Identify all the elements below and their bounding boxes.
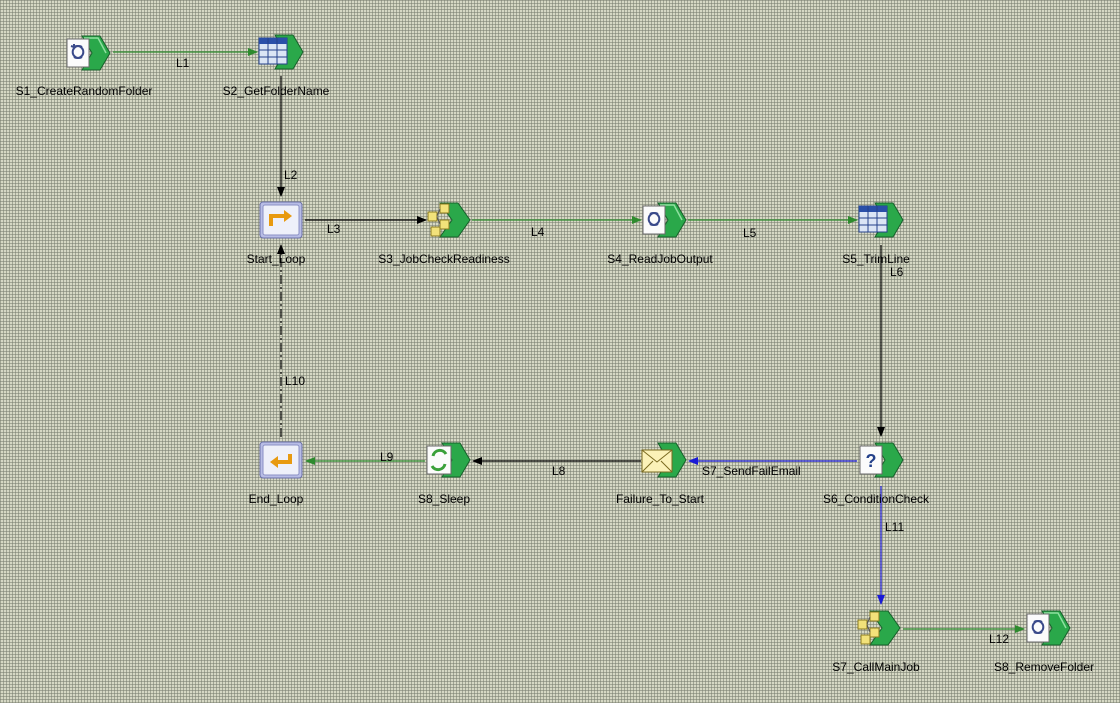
node-s2-get-folder-name[interactable] bbox=[257, 32, 305, 72]
node-end-loop[interactable] bbox=[258, 440, 306, 480]
script-icon bbox=[642, 202, 687, 238]
link-label-l5: L5 bbox=[743, 226, 757, 240]
loop-end-icon bbox=[259, 441, 303, 479]
job-icon bbox=[427, 202, 471, 238]
node-label: S3_JobCheckReadiness bbox=[378, 252, 510, 266]
link-label-l11: L11 bbox=[885, 520, 905, 534]
link-label-l4: L4 bbox=[531, 225, 545, 239]
link-label-l2: L2 bbox=[284, 168, 298, 182]
loop-start-icon bbox=[259, 201, 303, 239]
script-icon bbox=[1026, 610, 1071, 646]
email-icon bbox=[641, 442, 687, 478]
node-label: S1_CreateRandomFolder bbox=[15, 84, 153, 98]
link-label-l9: L9 bbox=[380, 450, 394, 464]
node-s6-condition-check[interactable]: ? bbox=[857, 440, 905, 480]
job-icon bbox=[857, 610, 901, 646]
link-label-l12: L12 bbox=[989, 632, 1010, 646]
node-label: S5_TrimLine bbox=[842, 252, 910, 266]
node-label: S7_CallMainJob bbox=[832, 660, 920, 674]
node-label: S4_ReadJobOutput bbox=[607, 252, 713, 266]
node-s7-call-main-job[interactable] bbox=[856, 608, 904, 648]
node-label: S6_ConditionCheck bbox=[822, 492, 930, 506]
link-label-l3: L3 bbox=[327, 222, 341, 236]
node-label: End_Loop bbox=[248, 492, 304, 506]
script-icon bbox=[66, 35, 111, 71]
node-s4-read-job-output[interactable] bbox=[640, 200, 688, 240]
link-label-l7: S7_SendFailEmail bbox=[702, 464, 801, 478]
link-label-l10: L10 bbox=[285, 374, 306, 388]
link-label-l1: L1 bbox=[176, 56, 190, 70]
node-s8-remove-folder[interactable] bbox=[1024, 608, 1072, 648]
link-label-l8: L8 bbox=[552, 464, 566, 478]
table-icon bbox=[858, 202, 904, 238]
node-label: Start_Loop bbox=[246, 252, 306, 266]
node-s5-trim-line[interactable] bbox=[857, 200, 905, 240]
node-s3-job-check-readiness[interactable] bbox=[426, 200, 474, 240]
node-s8-sleep[interactable] bbox=[424, 440, 472, 480]
sleep-icon bbox=[426, 442, 471, 478]
link-label-l6: L6 bbox=[890, 265, 904, 279]
condition-icon: ? bbox=[859, 442, 904, 478]
table-icon bbox=[258, 34, 304, 70]
node-label: S8_RemoveFolder bbox=[993, 660, 1095, 674]
svg-text:?: ? bbox=[866, 451, 877, 471]
node-start-loop[interactable] bbox=[258, 200, 306, 240]
node-s1-create-random-folder[interactable] bbox=[64, 33, 112, 73]
node-label: Failure_To_Start bbox=[615, 492, 705, 506]
node-label: S8_Sleep bbox=[417, 492, 471, 506]
node-failure-to-start[interactable] bbox=[640, 440, 688, 480]
node-label: S2_GetFolderName bbox=[222, 84, 330, 98]
